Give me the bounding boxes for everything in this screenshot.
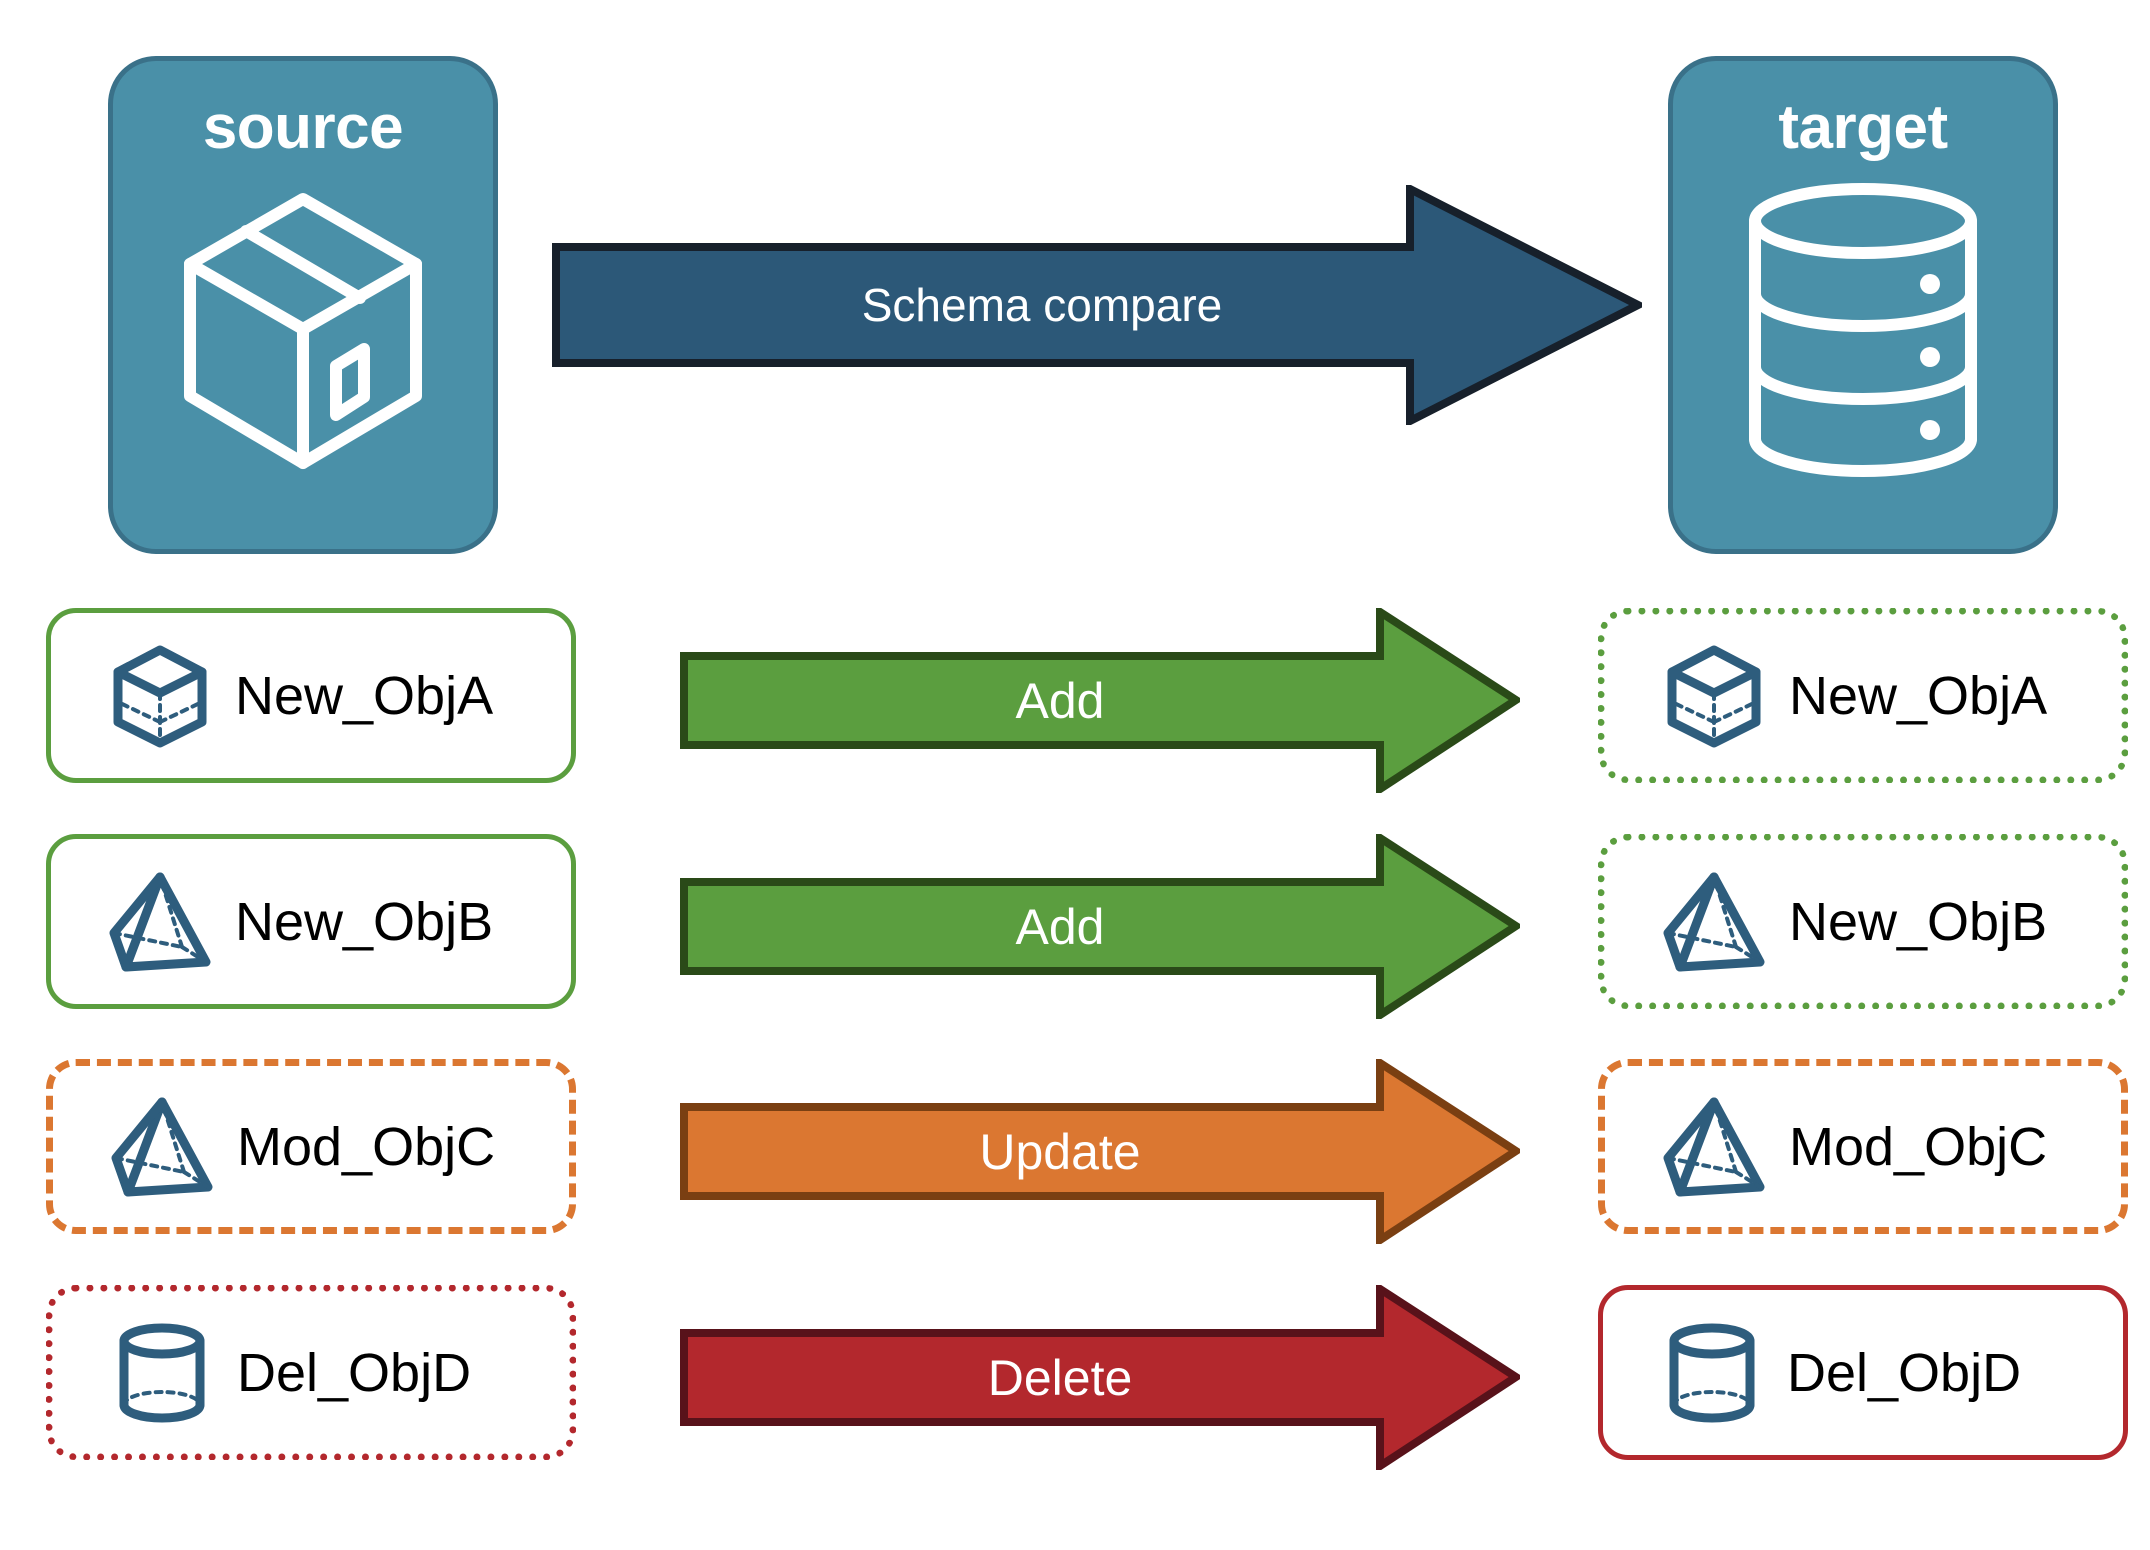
source-object-label: Del_ObjD [237,1342,472,1403]
wireframe-pyramid-icon [1655,1095,1773,1199]
update-arrow-shape [680,1055,1524,1248]
target-object-label: New_ObjA [1789,665,2048,726]
add-arrow-shape [680,830,1524,1023]
wireframe-cube-icon [101,644,219,748]
wireframe-pyramid-icon [101,870,219,974]
target-title: target [1778,93,1948,162]
delete-arrow-shape [680,1281,1524,1474]
object-row: New_ObjA Add New_ObjA [0,604,2150,797]
add-action-arrow: Add [680,830,1524,1023]
wireframe-cylinder-icon [1653,1321,1771,1425]
update-action-arrow: Update [680,1055,1524,1248]
source-object-box[interactable]: New_ObjA [46,608,576,783]
target-object-box[interactable]: Del_ObjD [1598,1285,2128,1460]
source-object-box[interactable]: Del_ObjD [46,1285,576,1460]
target-object-label: Del_ObjD [1787,1342,2022,1403]
add-action-arrow: Add [680,604,1524,797]
wireframe-cube-icon [1655,644,1773,748]
target-object-box[interactable]: Mod_ObjC [1598,1059,2128,1234]
database-cylinder-icon [1738,181,1988,486]
schema-compare-arrow-shape [552,182,1647,428]
source-object-box[interactable]: Mod_ObjC [46,1059,576,1234]
target-object-box[interactable]: New_ObjB [1598,834,2128,1009]
source-object-box[interactable]: New_ObjB [46,834,576,1009]
add-arrow-shape [680,604,1524,797]
source-object-label: Mod_ObjC [237,1116,496,1177]
target-object-label: New_ObjB [1789,891,2048,952]
source-object-label: New_ObjB [235,891,494,952]
object-row: Mod_ObjC Update Mod_ObjC [0,1055,2150,1248]
source-title: source [202,93,404,162]
target-object-label: Mod_ObjC [1789,1116,2048,1177]
object-row: Del_ObjD Delete Del_ObjD [0,1281,2150,1474]
wireframe-pyramid-icon [103,1095,221,1199]
object-row: New_ObjB Add New_ObjB [0,830,2150,1023]
package-box-icon [168,181,438,486]
source-object-label: New_ObjA [235,665,494,726]
wireframe-pyramid-icon [1655,870,1773,974]
delete-action-arrow: Delete [680,1281,1524,1474]
wireframe-cylinder-icon [103,1321,221,1425]
target-endpoint-panel: target [1668,56,2058,554]
target-object-box[interactable]: New_ObjA [1598,608,2128,783]
schema-compare-arrow: Schema compare [552,182,1647,428]
source-endpoint-panel: source [108,56,498,554]
